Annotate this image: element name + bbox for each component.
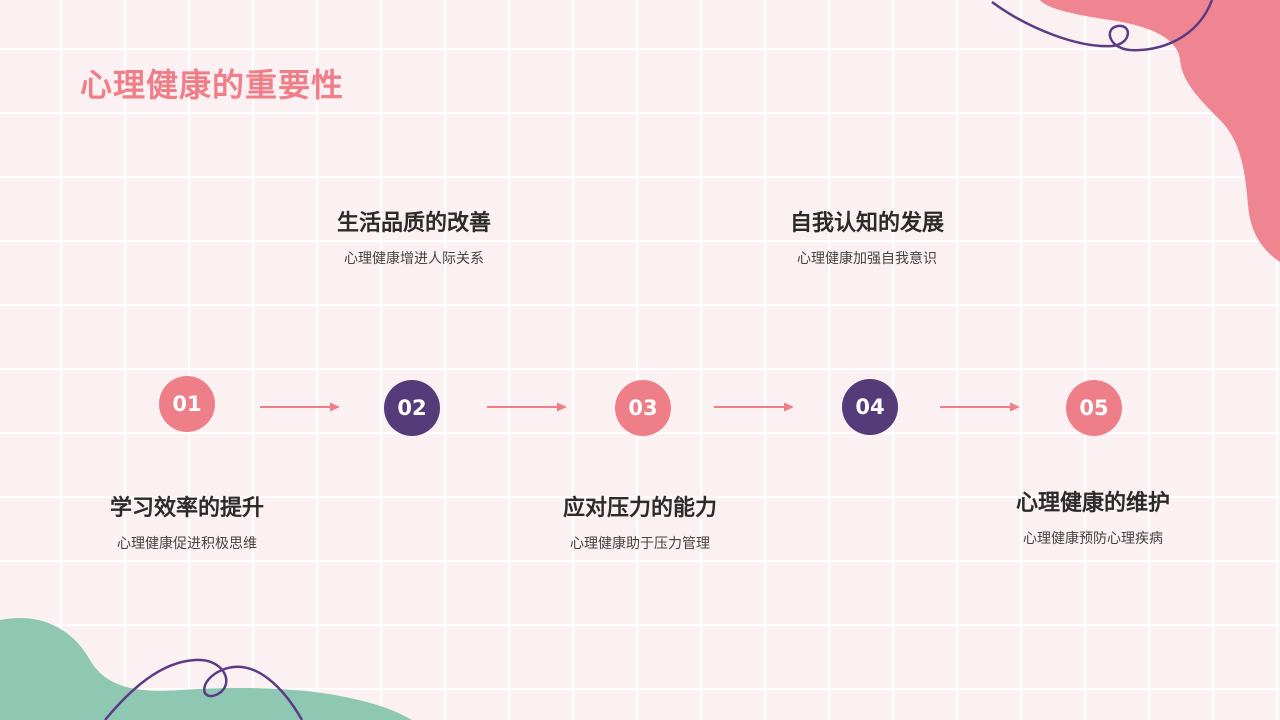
step-01-number: 01 <box>159 376 215 432</box>
step-01-text: 学习效率的提升 心理健康促进积极思维 <box>27 494 347 554</box>
step-02-desc: 心理健康增进人际关系 <box>344 251 484 267</box>
top-right-pink-blob <box>1040 0 1280 262</box>
top-right-purple-line <box>991 0 1214 52</box>
step-05-heading: 心理健康的维护 <box>1015 491 1170 516</box>
step-02-heading: 生活品质的改善 <box>336 211 491 236</box>
step-04-text: 自我认知的发展 心理健康加强自我意识 <box>707 209 1027 269</box>
step-03-desc: 心理健康助于压力管理 <box>570 536 710 552</box>
step-05-number: 05 <box>1066 380 1122 436</box>
step-03-heading: 应对压力的能力 <box>562 496 717 521</box>
step-03-number: 03 <box>615 380 671 436</box>
step-04-heading: 自我认知的发展 <box>789 211 944 236</box>
step-01-heading: 学习效率的提升 <box>109 496 264 521</box>
step-04-desc: 心理健康加强自我意识 <box>797 251 937 267</box>
arrow-02-03 <box>487 402 567 412</box>
step-05-desc: 心理健康预防心理疾病 <box>1023 531 1163 547</box>
step-03-text: 应对压力的能力 心理健康助于压力管理 <box>480 494 800 554</box>
step-04-number: 04 <box>842 379 898 435</box>
arrow-04-05 <box>940 402 1020 412</box>
arrow-03-04 <box>714 402 794 412</box>
arrow-01-02 <box>260 402 340 412</box>
step-02-text: 生活品质的改善 心理健康增进人际关系 <box>254 209 574 269</box>
bottom-left-purple-line <box>104 658 304 720</box>
step-05-text: 心理健康的维护 心理健康预防心理疾病 <box>933 489 1253 549</box>
page-title: 心理健康的重要性 <box>80 66 345 104</box>
step-02-number: 02 <box>384 380 440 436</box>
bottom-left-green-blob <box>0 617 412 720</box>
step-01-desc: 心理健康促进积极思维 <box>117 536 257 552</box>
